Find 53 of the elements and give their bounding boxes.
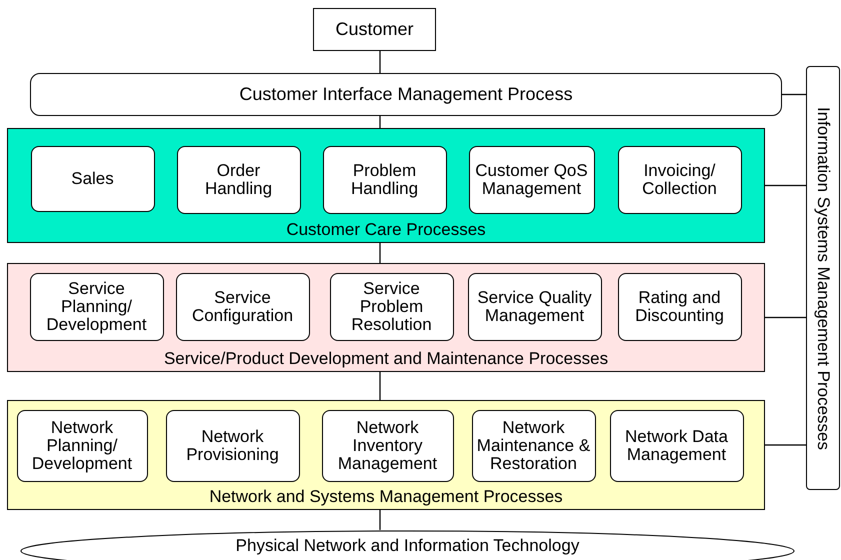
band-label: Network and Systems Management Processes: [209, 487, 563, 507]
ellipse-layer: [20, 530, 795, 560]
process-box: [618, 146, 742, 214]
process-box: [322, 410, 454, 482]
process-box: [806, 66, 840, 490]
process-label: Customer: [335, 19, 414, 40]
process-label: Network Inventory Management: [336, 418, 438, 472]
process-label: Invoicing/ Collection: [641, 162, 718, 198]
process-label: Information Systems Management Processes: [813, 106, 833, 450]
connector-line: [379, 372, 381, 400]
process-box: [322, 146, 446, 214]
process-band: [7, 400, 765, 510]
process-box: [166, 410, 300, 482]
process-box: [330, 272, 454, 340]
process-box: [176, 272, 310, 340]
process-box: [468, 272, 602, 340]
process-box: [30, 73, 782, 116]
connector-line: [379, 116, 381, 128]
connector-line: [379, 51, 381, 73]
process-label: Order Handling: [204, 162, 274, 198]
process-label: Network Data Management: [624, 428, 729, 464]
process-label: Customer Interface Management Process: [239, 84, 573, 105]
entity-box: [313, 8, 436, 51]
process-label: Service Problem Resolution: [350, 280, 433, 334]
process-label: Customer QoS Management: [474, 162, 589, 198]
process-box: [472, 410, 596, 482]
process-label: Service Configuration: [190, 288, 294, 324]
process-label: Problem Handling: [350, 162, 420, 198]
process-box: [468, 146, 594, 214]
process-box: [618, 272, 742, 340]
process-box: [610, 410, 744, 482]
connector-line: [765, 184, 806, 186]
connector-line: [782, 94, 806, 96]
process-label: Network Provisioning: [185, 428, 280, 464]
band-label: Customer Care Processes: [286, 220, 486, 240]
connector-line: [765, 444, 806, 446]
process-box: [176, 146, 300, 214]
process-band: [7, 128, 765, 243]
process-box: [30, 272, 164, 340]
process-label: Service Quality Management: [476, 288, 593, 324]
band-label: Service/Product Development and Maintenance Processes: [164, 349, 608, 369]
process-label: Rating and Discounting: [634, 288, 725, 324]
process-box: [30, 146, 154, 212]
connector-line: [379, 510, 381, 530]
process-label: Network Planning/ Development: [30, 418, 134, 472]
connector-line: [765, 316, 806, 318]
process-box: [16, 410, 148, 482]
process-label: Network Maintenance & Restoration: [476, 418, 590, 472]
process-label: Service Planning/ Development: [45, 280, 148, 334]
process-label: Physical Network and Information Technology: [236, 536, 580, 556]
process-label: Sales: [71, 170, 114, 188]
process-band: [7, 263, 765, 372]
connector-line: [379, 243, 381, 263]
